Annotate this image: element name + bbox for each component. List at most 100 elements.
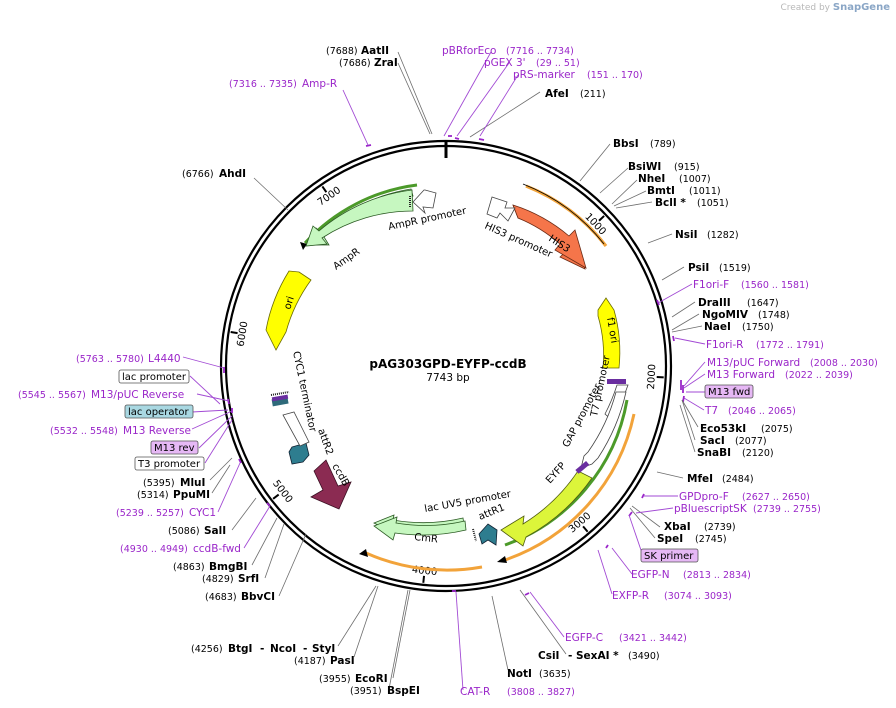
svg-text:(151 .. 170): (151 .. 170) [587, 70, 643, 81]
tick-mark [321, 185, 328, 193]
enzyme-sali[interactable]: SalI [204, 525, 226, 537]
enzyme-bspei[interactable]: BspEI [387, 685, 420, 697]
enzyme-nhei[interactable]: NheI [638, 173, 665, 185]
svg-text:(1519): (1519) [719, 263, 751, 274]
primer-ccdb-fwd[interactable]: ccdB-fwd [193, 543, 241, 555]
tick-label: 2000 [646, 364, 658, 390]
svg-text:(1560 .. 1581): (1560 .. 1581) [741, 280, 809, 291]
eyfp-feature [500, 470, 593, 547]
f1-ori-feature [597, 297, 621, 369]
box-lac-promoter[interactable]: lac promoter [122, 372, 187, 383]
plasmid-length: 7743 bp [426, 372, 470, 384]
primer-t7[interactable]: T7 [704, 405, 718, 417]
tick-mark [422, 575, 426, 583]
svg-text:-: - [568, 650, 572, 662]
tick-mark [598, 215, 605, 222]
enzyme-zrai[interactable]: ZraI [374, 57, 398, 69]
enzyme-btgi[interactable]: BtgI [228, 643, 252, 655]
enzyme-bmti[interactable]: BmtI [647, 185, 675, 197]
svg-text:(7716 .. 7734): (7716 .. 7734) [506, 46, 574, 57]
enzyme-pasi[interactable]: PasI [330, 655, 355, 667]
enzyme-saci[interactable]: SacI [700, 435, 725, 447]
primer-amp-r[interactable]: Amp-R [302, 78, 337, 90]
primer-f1ori-f[interactable]: F1ori-F [693, 279, 729, 291]
svg-text:(3951): (3951) [350, 686, 382, 697]
primer-prs-marker[interactable]: pRS-marker [513, 69, 576, 81]
svg-text:(3635): (3635) [539, 669, 571, 680]
box-lac-operator[interactable]: lac operator [128, 407, 189, 418]
enzyme-snabi[interactable]: SnaBI [697, 447, 731, 459]
primer-m13-puc-reverse[interactable]: M13/pUC Reverse [91, 389, 184, 401]
svg-text:(2627 .. 2650): (2627 .. 2650) [742, 492, 810, 503]
primer-m13-forward[interactable]: M13 Forward [707, 369, 775, 381]
svg-text:(5532 .. 5548): (5532 .. 5548) [50, 426, 118, 437]
enzyme-xbai[interactable]: XbaI [664, 521, 691, 533]
plasmid-name: pAG303GPD-EYFP-ccdB [369, 357, 526, 371]
box-sk-primer[interactable]: SK primer [644, 551, 694, 562]
svg-text:(3074 .. 3093): (3074 .. 3093) [664, 591, 732, 602]
primer-exfp-r[interactable]: EXFP-R [612, 590, 649, 602]
enzyme-bbvci[interactable]: BbvCI [241, 591, 275, 603]
primer-pbluescriptsk[interactable]: pBluescriptSK [674, 503, 748, 515]
enzyme-srfi[interactable]: SrfI [238, 573, 259, 585]
f1-ori-label: f1 ori [604, 317, 619, 345]
enzyme-ecori[interactable]: EcoRI [355, 673, 388, 685]
enzyme-sexai[interactable]: SexAI * [576, 650, 619, 662]
primer-pbrforeco[interactable]: pBRforEco [442, 45, 496, 57]
primer-m13-reverse[interactable]: M13 Reverse [123, 425, 191, 437]
box-m13-fwd[interactable]: M13 fwd [708, 387, 750, 398]
enzyme-draiii[interactable]: DraIII [698, 297, 731, 309]
box-t3-promoter[interactable]: T3 promoter [137, 459, 201, 470]
enzyme-naei[interactable]: NaeI [704, 321, 731, 333]
ccdb-feature [310, 459, 352, 510]
svg-text:(4930 .. 4949): (4930 .. 4949) [120, 544, 188, 555]
primer-cat-r[interactable]: CAT-R [460, 686, 490, 698]
tick-mark [582, 525, 589, 533]
svg-text:(2813 .. 2834): (2813 .. 2834) [683, 570, 751, 581]
attr1-label: attR1 [477, 502, 506, 522]
primer-l4440[interactable]: L4440 [148, 353, 181, 365]
svg-text:(1748): (1748) [758, 310, 790, 321]
enzyme-mfei[interactable]: MfeI [687, 473, 713, 485]
attr1-feature [478, 523, 498, 546]
enzyme-mlui[interactable]: MluI [180, 477, 205, 489]
enzyme-aatii[interactable]: AatII [361, 45, 389, 57]
primer-egfp-c[interactable]: EGFP-C [565, 632, 603, 644]
primer-m13-puc-forward[interactable]: M13/pUC Forward [707, 357, 800, 369]
enzyme-csii[interactable]: CsiI [538, 650, 559, 662]
primer-egfp-n[interactable]: EGFP-N [631, 569, 670, 581]
svg-text:(7686): (7686) [339, 58, 371, 69]
svg-text:(2022 .. 2039): (2022 .. 2039) [785, 370, 853, 381]
enzyme-eco53ki[interactable]: Eco53kI [700, 423, 746, 435]
svg-text:(5545 .. 5567): (5545 .. 5567) [18, 390, 86, 401]
enzyme-ncoi[interactable]: NcoI [270, 643, 296, 655]
enzyme-ngomiv[interactable]: NgoMIV [702, 309, 749, 321]
svg-text:(4683): (4683) [205, 592, 237, 603]
box-m13-rev[interactable]: M13 rev [154, 443, 195, 454]
svg-text:(4829): (4829) [202, 574, 234, 585]
enzyme-bmgbi[interactable]: BmgBI [209, 561, 247, 573]
svg-text:(1750): (1750) [742, 322, 774, 333]
enzyme-psii[interactable]: PsiI [688, 262, 709, 274]
enzyme-spei[interactable]: SpeI [657, 533, 683, 545]
enzyme-afei[interactable]: AfeI [545, 88, 569, 100]
enzyme-styi[interactable]: StyI [312, 643, 335, 655]
enzyme-ahdi[interactable]: AhdI [219, 168, 246, 180]
primer-gpdpro-f[interactable]: GPDpro-F [679, 491, 729, 503]
enzyme-nsii[interactable]: NsiI [675, 229, 698, 241]
svg-text:(211): (211) [580, 89, 606, 100]
enzymes-left: (7688)AatII (7686)ZraI (6766)AhdI (5395)… [137, 45, 420, 697]
svg-text:(2008 .. 2030): (2008 .. 2030) [810, 358, 878, 369]
enzyme-ppumi[interactable]: PpuMI [173, 489, 210, 501]
enzyme-bsiwi[interactable]: BsiWI [628, 161, 661, 173]
cyc1-terminator-feature [282, 411, 310, 447]
enzyme-bcli[interactable]: BclI * [655, 197, 686, 209]
svg-text:(2120): (2120) [742, 448, 774, 459]
enzyme-bbsi[interactable]: BbsI [613, 138, 639, 150]
ampr-promoter-feature [412, 189, 437, 215]
primer-cyc1[interactable]: CYC1 [189, 507, 216, 519]
primer-f1ori-r[interactable]: F1ori-R [706, 339, 743, 351]
enzyme-noti[interactable]: NotI [507, 668, 532, 680]
primer-pgex3[interactable]: pGEX 3' [484, 57, 526, 69]
